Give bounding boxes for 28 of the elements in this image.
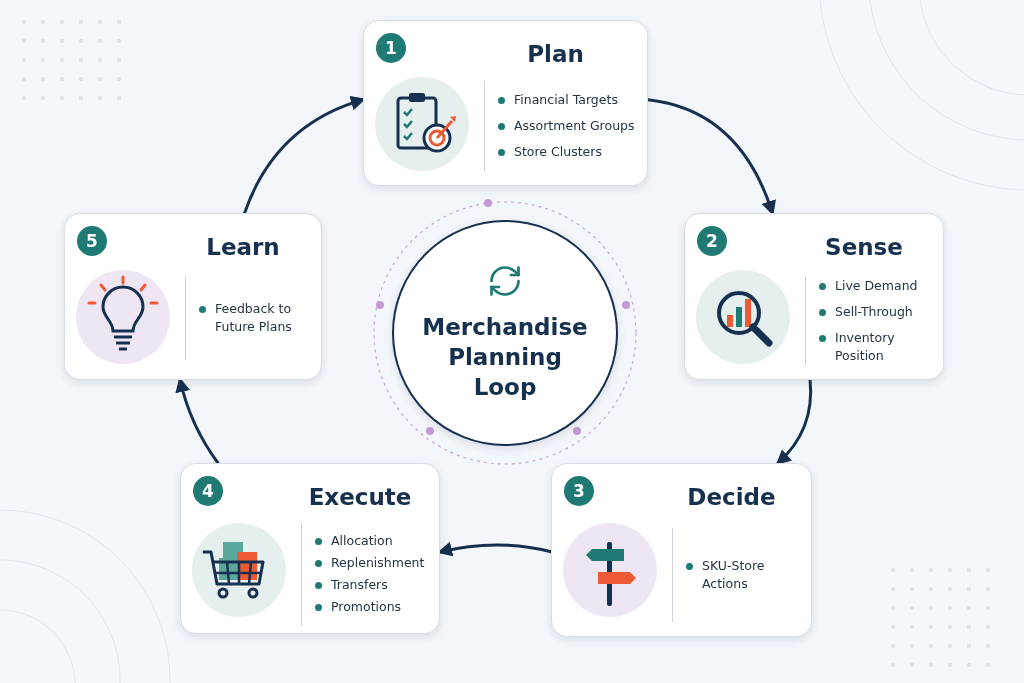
bullet-item: Inventory Position	[817, 329, 937, 366]
bullet-item: Financial Targets	[496, 90, 641, 109]
step-number-badge: 3	[564, 476, 594, 506]
step-number-badge: 5	[77, 226, 107, 256]
step-card	[64, 213, 322, 380]
step-title: Execute	[307, 484, 413, 510]
step-card	[684, 213, 944, 380]
step-card	[551, 463, 812, 637]
bullet-item: SKU-Store Actions	[684, 556, 805, 594]
step-title: Sense	[824, 234, 904, 260]
center-title: Merchandise Planning Loop	[421, 313, 589, 402]
bullet-item: Assortment Groups	[496, 116, 641, 136]
bullet-item: Store Clusters	[496, 143, 641, 162]
bullet-item: Sell-Through	[817, 302, 937, 321]
step-number-badge: 1	[376, 33, 406, 63]
step-title: Plan	[526, 41, 585, 67]
bullet-item: Promotions	[313, 598, 433, 617]
bullet-item: Transfers	[313, 576, 433, 595]
step-title: Learn	[205, 234, 281, 260]
step-title: Decide	[686, 484, 777, 510]
step-number-badge: 4	[193, 476, 223, 506]
bullet-item: Live Demand	[817, 276, 937, 295]
step-card	[180, 463, 440, 634]
bullet-item: Allocation	[313, 531, 433, 550]
step-card	[363, 20, 648, 186]
bullet-item: Replenishment	[313, 553, 433, 572]
bullet-item: Feedback to Future Plans	[197, 299, 315, 337]
step-number-badge: 2	[697, 226, 727, 256]
